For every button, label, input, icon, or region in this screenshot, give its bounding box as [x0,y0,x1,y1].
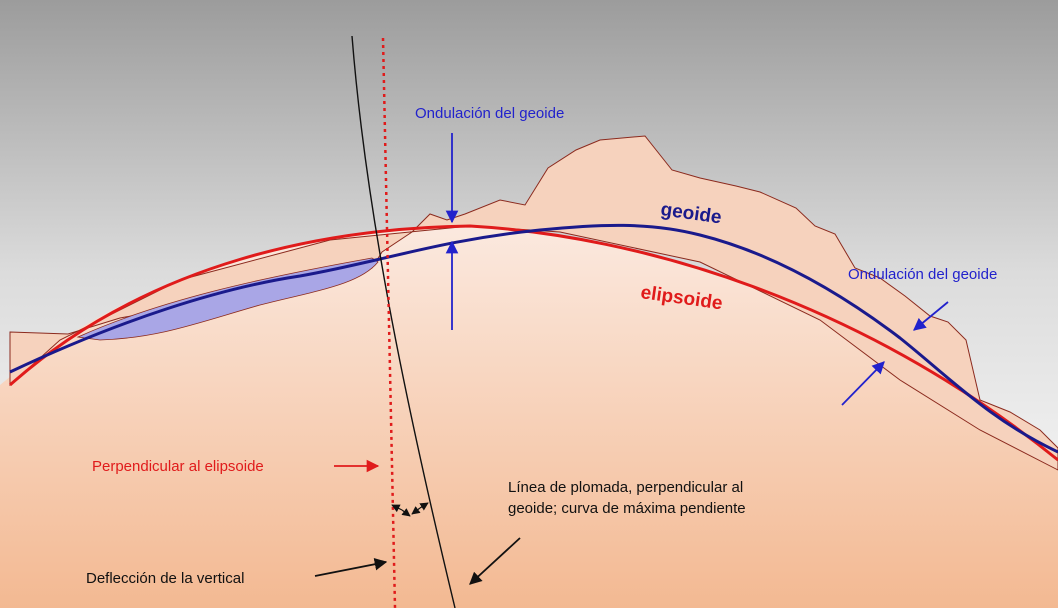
terrain-surface [9,135,1058,471]
perpendicular-ellipsoid-label: Perpendicular al elipsoide [92,458,264,475]
deflection-pointer-arrow [314,558,388,577]
undulation-arrow-right-down [913,301,949,331]
undulation-arrow-right-up [841,361,885,406]
plumb-line-label-line1: Línea de plomada, perpendicular al [508,479,743,496]
earth-body [0,226,1058,608]
ellipsoid-curve [9,224,1058,462]
deflection-angle-arrow-right-2 [411,506,421,515]
deflection-angle-arrow-left [391,504,403,513]
deflection-angle-arrow-right [419,502,429,511]
deflection-label: Deflección de la vertical [86,570,244,587]
deflection-angle-arrow-left-2 [401,508,411,517]
plumb-line-label-line2: geoide; curva de máxima pendiente [508,500,746,517]
undulation-label-top: Ondulación del geoide [415,105,564,122]
undulation-label-right: Ondulación del geoide [848,266,997,283]
plumb-pointer-arrow [469,537,521,585]
geoid-curve [9,223,1058,454]
geoid-depression-fill [76,257,379,341]
